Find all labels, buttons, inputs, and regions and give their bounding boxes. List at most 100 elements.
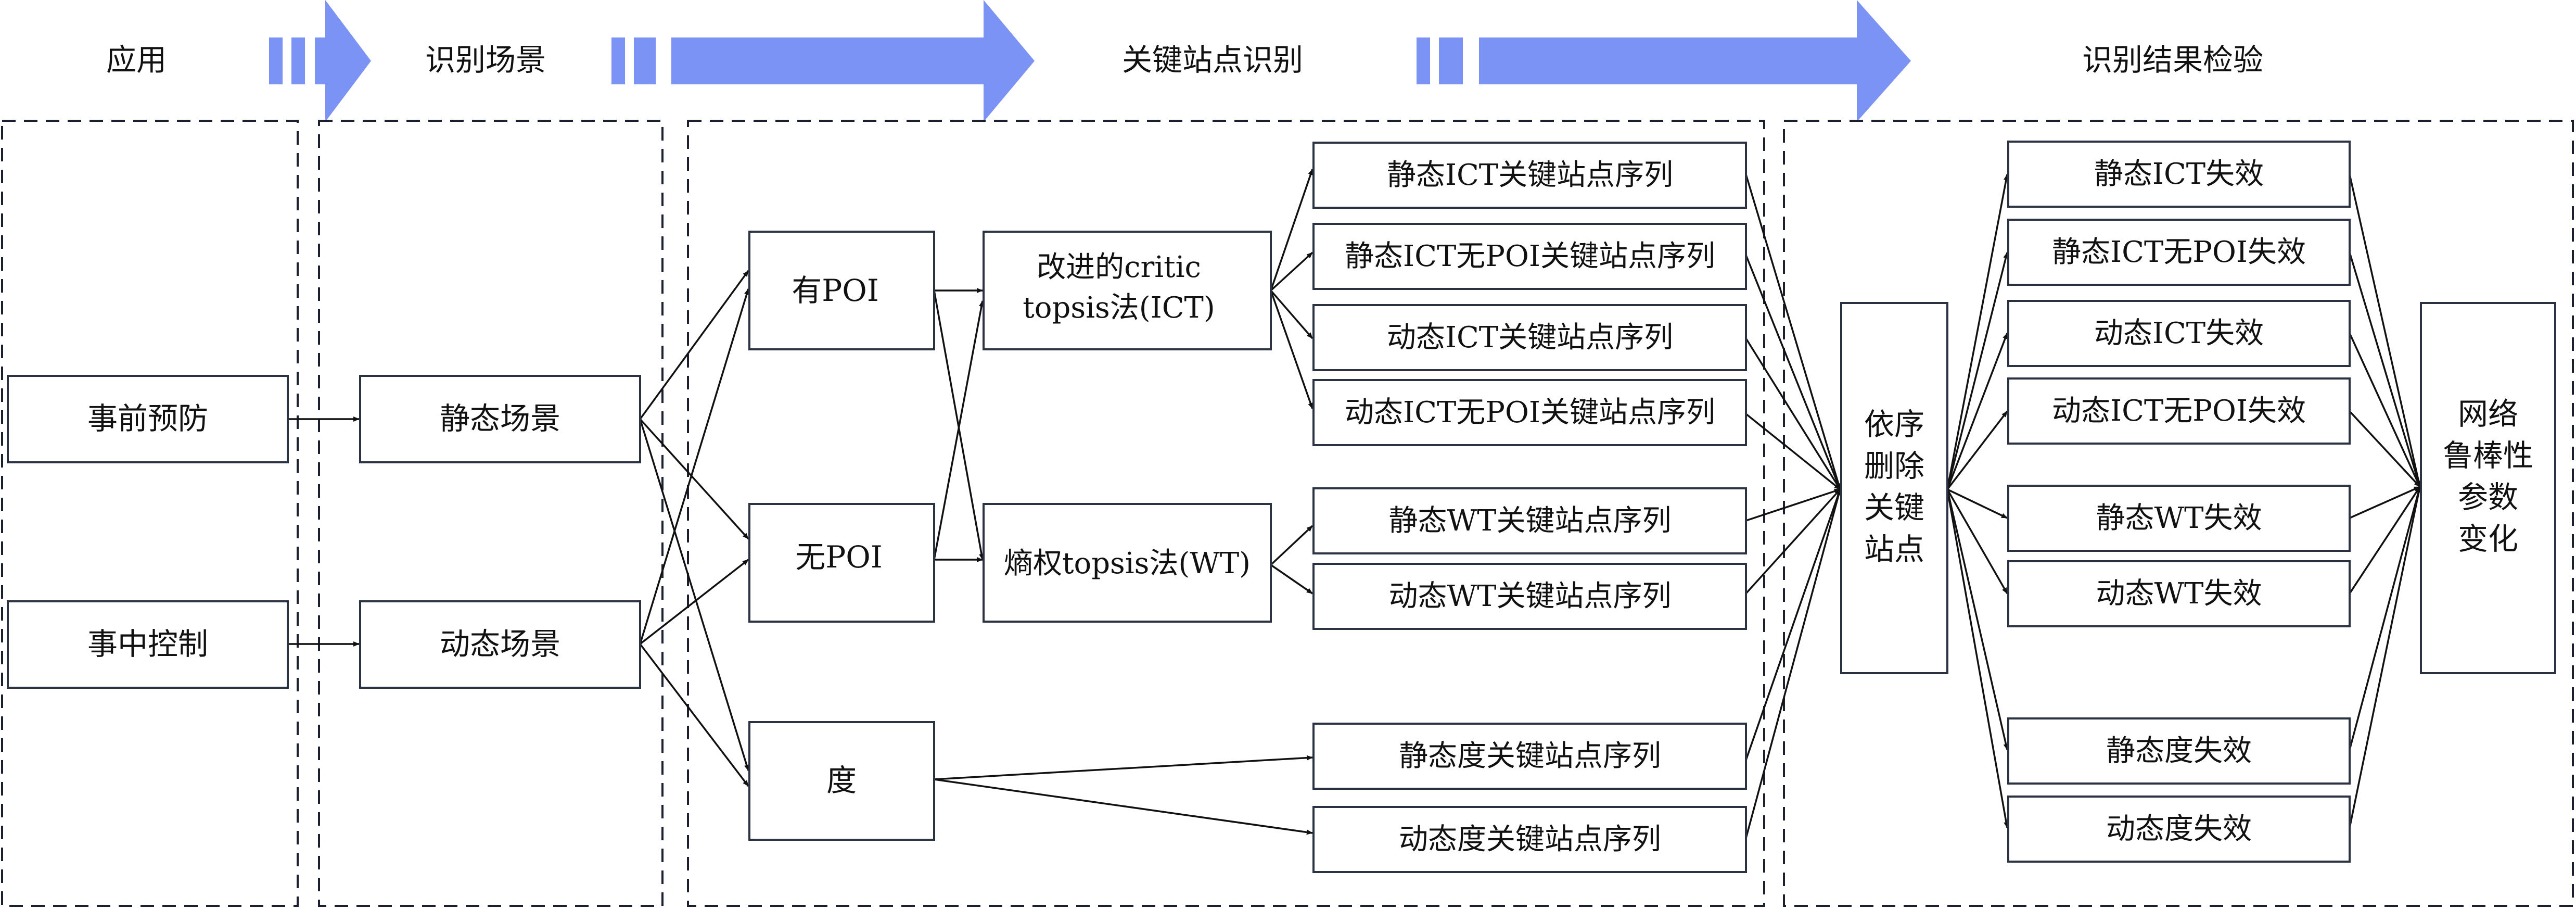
banner-stripe-1 <box>269 37 283 84</box>
edge-nopoi-ict <box>933 300 984 560</box>
edge-dynamic-poi <box>639 288 749 645</box>
edge-ict-seq2 <box>1270 251 1313 292</box>
edge-fail7-robust <box>2349 486 2421 750</box>
edge-removal-fail5 <box>1947 488 2008 519</box>
node-dynamic-scene: 动态场景 <box>359 600 641 689</box>
node-removal-line2: 删除 <box>1864 448 1924 484</box>
node-seq-static-ict: 静态ICT关键站点序列 <box>1312 142 1747 209</box>
node-static-scene-label: 静态场景 <box>440 401 560 436</box>
node-fail-static-wt: 静态WT失效 <box>2007 485 2351 552</box>
edge-wt-seq5 <box>1270 525 1313 566</box>
edge-dynamic-degree <box>639 643 749 787</box>
edge-seq3-removal <box>1745 338 1841 490</box>
node-fail-dynamic-wt: 动态WT失效 <box>2007 560 2351 627</box>
node-in-event: 事中控制 <box>7 600 289 689</box>
edge-removal-fail2 <box>1946 252 2009 490</box>
node-robustness-line4: 变化 <box>2458 521 2518 557</box>
node-in-event-label: 事中控制 <box>87 626 208 662</box>
node-removal-line4: 站点 <box>1864 532 1924 567</box>
node-seq-dynamic-degree: 动态度关键站点序列 <box>1312 806 1747 873</box>
stage-label-verify: 识别结果检验 <box>2082 42 2263 78</box>
edge-seq8-removal <box>1745 489 1841 839</box>
connectors <box>288 169 2421 839</box>
edge-seq4-removal <box>1745 413 1841 490</box>
node-seq-dynamic-degree-label: 动态度关键站点序列 <box>1399 823 1661 856</box>
node-seq-static-degree: 静态度关键站点序列 <box>1312 723 1747 790</box>
node-fail-static-ict-nopoi-label: 静态ICT无POI失效 <box>2052 235 2306 269</box>
node-removal: 依序 删除 关键 站点 <box>1840 302 1948 674</box>
node-without-poi: 无POI <box>748 503 935 623</box>
node-fail-static-ict-nopoi: 静态ICT无POI失效 <box>2007 219 2351 286</box>
node-removal-line1: 依序 <box>1864 407 1924 442</box>
node-degree-label: 度 <box>826 763 857 798</box>
node-with-poi: 有POI <box>748 231 935 350</box>
banner-stripe-5 <box>1417 37 1430 84</box>
edge-fail3-robust <box>2349 333 2421 487</box>
edge-fail1-robust <box>2349 174 2421 487</box>
edge-ict-seq1 <box>1270 169 1313 291</box>
banner-arrow-2 <box>671 0 1035 122</box>
node-seq-static-ict-nopoi-label: 静态ICT无POI关键站点序列 <box>1345 239 1715 273</box>
node-fail-static-degree-label: 静态度失效 <box>2106 734 2252 768</box>
edge-seq5-removal <box>1745 488 1841 522</box>
node-without-poi-label: 无POI <box>795 539 883 575</box>
edge-removal-fail6 <box>1946 489 2008 594</box>
node-seq-static-ict-nopoi: 静态ICT无POI关键站点序列 <box>1312 223 1747 290</box>
edge-removal-fail4 <box>1946 410 2008 490</box>
node-fail-static-degree: 静态度失效 <box>2007 717 2351 785</box>
edge-degree-seq8 <box>934 778 1313 835</box>
node-method-wt: 熵权topsis法(WT) <box>983 503 1272 623</box>
node-static-scene: 静态场景 <box>359 375 641 463</box>
edge-seq2-removal <box>1745 255 1841 490</box>
node-robustness-line1: 网络 <box>2458 396 2518 432</box>
edge-ict-seq3 <box>1270 289 1313 339</box>
stage-label-apply: 应用 <box>106 42 167 78</box>
node-fail-static-ict: 静态ICT失效 <box>2007 141 2351 208</box>
banner-stripe-6 <box>1439 37 1463 84</box>
node-seq-dynamic-wt-label: 动态WT关键站点序列 <box>1389 579 1672 613</box>
node-method-wt-label: 熵权topsis法(WT) <box>1004 547 1251 580</box>
banner-stripe-4 <box>634 37 656 84</box>
node-fail-dynamic-degree: 动态度失效 <box>2007 796 2351 863</box>
edge-degree-seq7 <box>934 755 1313 780</box>
panel-verification <box>1783 120 2574 907</box>
edge-fail5-robust <box>2349 486 2420 519</box>
stage-label-scene: 识别场景 <box>425 42 546 78</box>
banner-stripe-2 <box>291 37 305 84</box>
edge-static-nopoi <box>639 418 749 540</box>
panel-scene <box>318 120 664 907</box>
banner-stripe-3 <box>611 37 625 84</box>
banner-arrow-3 <box>1479 0 1911 122</box>
panel-application <box>1 120 299 907</box>
edge-fail2-robust <box>2349 252 2421 487</box>
edge-dynamic-nopoi <box>639 559 749 645</box>
stage-banner: 应用 识别场景 关键站点识别 识别结果检验 <box>106 0 2263 122</box>
node-fail-dynamic-ict-label: 动态ICT失效 <box>2094 317 2264 350</box>
node-fail-dynamic-ict-nopoi-label: 动态ICT无POI失效 <box>2052 394 2306 428</box>
node-robustness: 网络 鲁棒性 参数 变化 <box>2420 302 2556 674</box>
edge-fail8-robust <box>2349 486 2421 828</box>
stage-label-key: 关键站点识别 <box>1122 42 1303 78</box>
node-fail-dynamic-wt-label: 动态WT失效 <box>2096 577 2262 611</box>
node-pre-event-label: 事前预防 <box>87 401 208 436</box>
node-method-ict-line1: 改进的critic <box>1037 250 1201 284</box>
edge-wt-seq6 <box>1270 564 1313 595</box>
node-degree: 度 <box>748 721 935 841</box>
edge-fail6-robust <box>2349 486 2421 594</box>
edge-removal-fail8 <box>1946 489 2009 828</box>
node-fail-dynamic-degree-label: 动态度失效 <box>2106 812 2252 846</box>
node-fail-dynamic-ict-nopoi: 动态ICT无POI失效 <box>2007 377 2351 445</box>
node-seq-dynamic-wt: 动态WT关键站点序列 <box>1312 563 1747 630</box>
node-with-poi-label: 有POI <box>792 273 879 308</box>
edge-poi-wt <box>933 290 984 560</box>
node-seq-dynamic-ict-nopoi-label: 动态ICT无POI关键站点序列 <box>1345 396 1715 430</box>
edge-seq7-removal <box>1745 489 1841 761</box>
node-seq-static-wt: 静态WT关键站点序列 <box>1312 487 1747 554</box>
panel-key-identification <box>687 120 1765 907</box>
node-dynamic-scene-label: 动态场景 <box>440 626 560 662</box>
node-fail-static-ict-label: 静态ICT失效 <box>2094 157 2264 191</box>
node-pre-event: 事前预防 <box>7 375 289 463</box>
node-robustness-line3: 参数 <box>2458 479 2518 515</box>
node-seq-dynamic-ict-label: 动态ICT关键站点序列 <box>1387 321 1673 355</box>
